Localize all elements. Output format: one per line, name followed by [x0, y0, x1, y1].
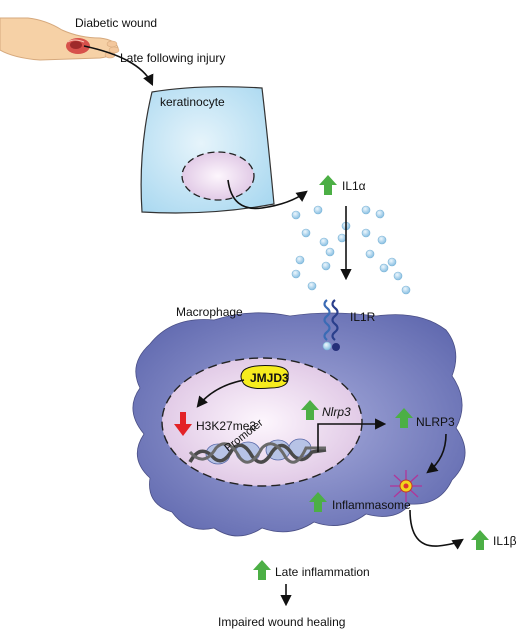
- h3k27me3-down-arrow-icon: [174, 412, 192, 436]
- late-following-injury-label: Late following injury: [120, 51, 225, 65]
- il1b-secretion-arrow: [409, 509, 464, 550]
- il1b-up-arrow-icon: [471, 530, 489, 550]
- keratinocyte-nucleus: [181, 151, 255, 201]
- diabetic-wound-label: Diabetic wound: [75, 16, 157, 30]
- il1a-up-arrow-icon: [319, 175, 337, 195]
- macrophage-label: Macrophage: [176, 305, 243, 319]
- il1r-label: IL1R: [350, 310, 376, 324]
- h3k27me3-label: H3K27me3: [196, 419, 256, 433]
- il1a-label: IL1α: [342, 179, 366, 193]
- inflammasome-assembly-arrow: [426, 433, 447, 474]
- inflammasome-label: Inflammasome: [332, 498, 411, 512]
- jmjd3-label: JMJD3: [250, 371, 289, 385]
- nlrp3-gene-label: Nlrp3: [322, 405, 351, 419]
- keratinocyte-label: keratinocyte: [160, 95, 225, 109]
- jmjd3-protein: [240, 365, 289, 389]
- late-inflammation-label: Late inflammation: [275, 565, 370, 579]
- jmjd3-demethylation-arrow: [196, 379, 245, 408]
- transcription-arrow: [317, 418, 387, 452]
- il1a-cytokine-dots: [291, 205, 411, 295]
- impaired-wound-healing-label: Impaired wound healing: [218, 615, 345, 629]
- wound-icon: [66, 38, 90, 54]
- nlrp3-protein-label: NLRP3: [416, 415, 455, 429]
- injury-arrow: [83, 45, 154, 87]
- il1b-label: IL1β: [493, 534, 517, 548]
- chromatin-dna: [188, 438, 327, 465]
- il1r-receptor: [322, 299, 340, 351]
- late-inflammation-up-arrow-icon: [253, 560, 271, 580]
- inflammasome-complex-icon: [390, 470, 422, 502]
- il1a-release-arrow: [227, 179, 308, 210]
